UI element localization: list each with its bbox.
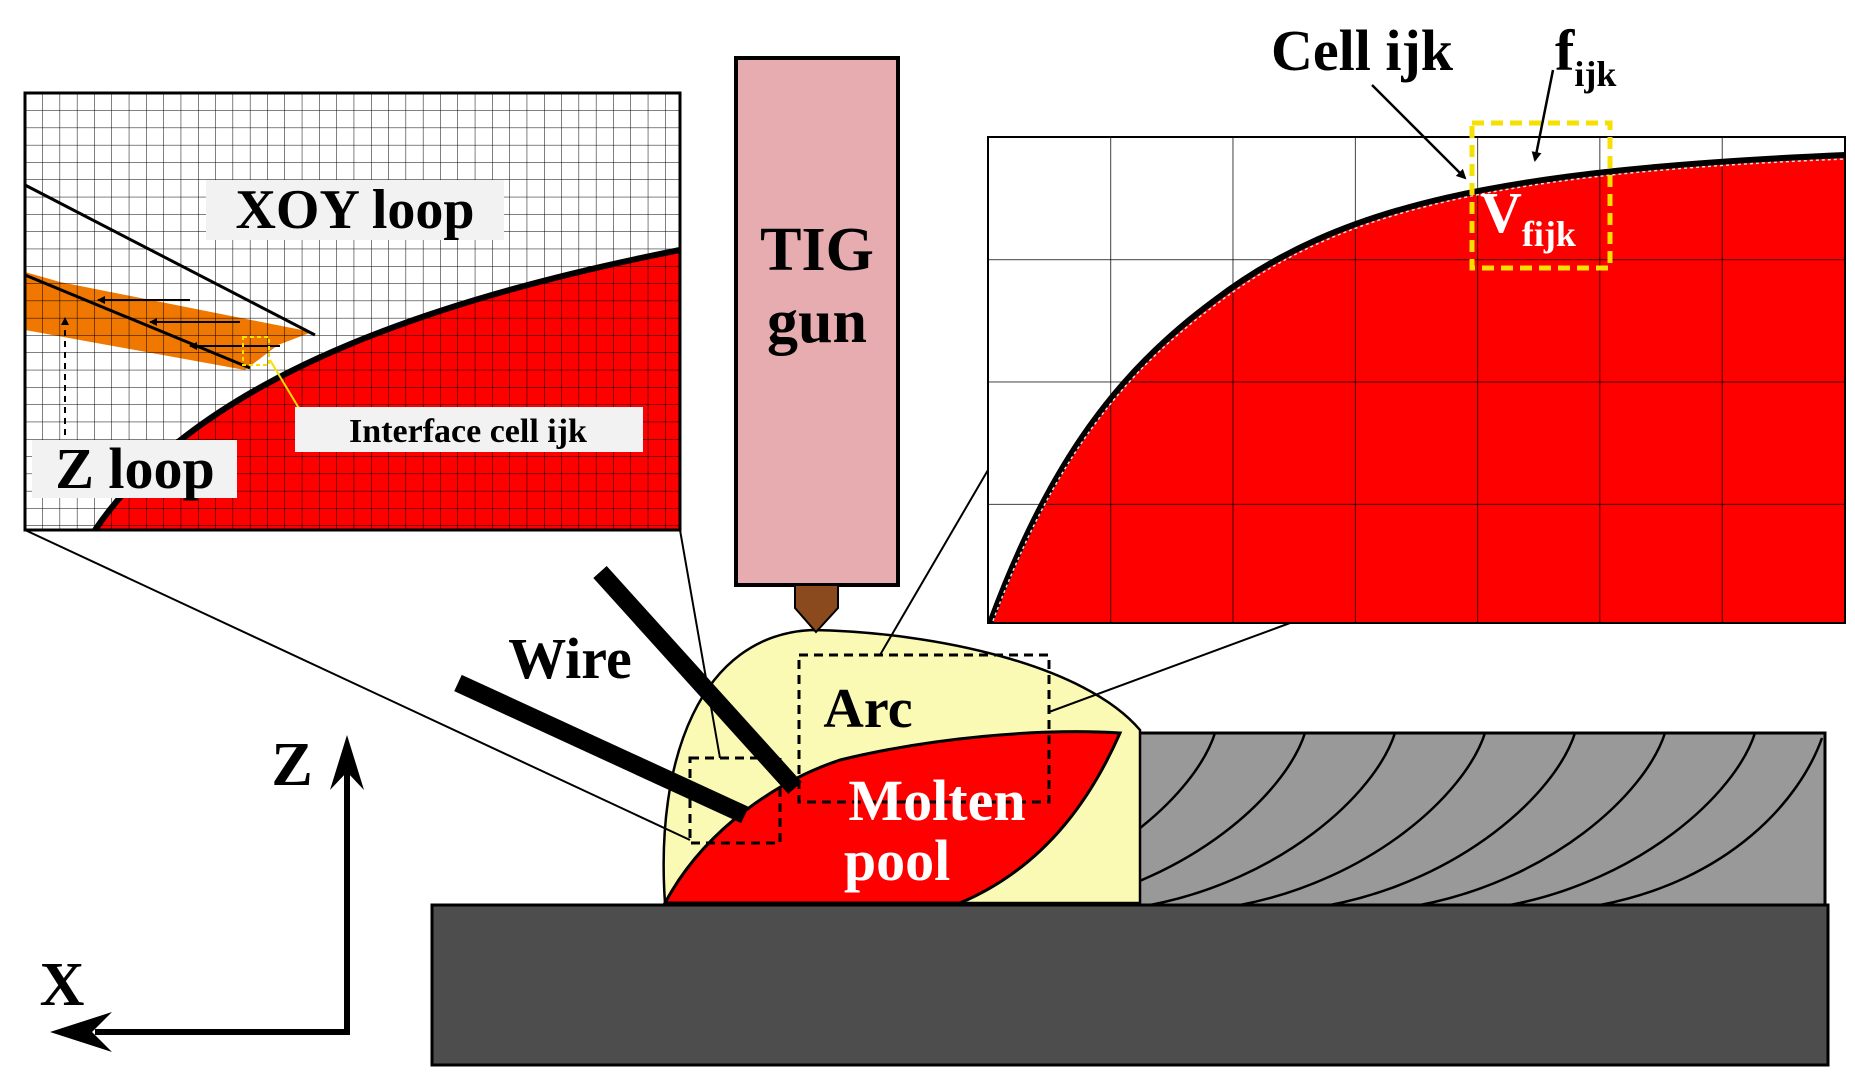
substrate — [430, 903, 1830, 1067]
x-axis-label: X — [40, 951, 85, 1019]
v-fijk-sub: fijk — [1522, 214, 1576, 254]
axis-lines — [95, 768, 350, 1035]
wire-upper — [593, 565, 802, 795]
f-ijk-main: f — [1555, 18, 1575, 83]
zoom-box-left — [688, 756, 782, 845]
left-inset — [23, 91, 682, 532]
z-loop-label: Z loop — [55, 436, 215, 501]
f-ijk-arrow — [1531, 69, 1555, 162]
xoy-loop-label: XOY loop — [235, 179, 474, 241]
zoom-box-right — [797, 653, 1051, 804]
v-fijk-label: Vfijk — [1480, 180, 1576, 254]
molten-pool-label-line2: pool — [844, 828, 950, 893]
z-axis-arrowhead — [330, 735, 364, 790]
f-ijk-label: fijk — [1555, 18, 1616, 94]
cell-ijk-label: Cell ijk — [1271, 18, 1454, 83]
tungsten-tip — [794, 584, 839, 634]
highlighted-cell — [1469, 120, 1613, 271]
right-inset — [987, 120, 1846, 624]
tig-gun-label-line2: gun — [767, 288, 867, 356]
z-axis-label: Z — [271, 731, 312, 799]
v-fijk-main: V — [1480, 180, 1522, 245]
molten-pool — [662, 730, 1123, 905]
arc-label: Arc — [823, 678, 912, 740]
interface-cell-box — [242, 336, 270, 366]
coordinate-axes — [50, 735, 364, 1052]
tig-gun-label-line1: TIG — [760, 216, 874, 284]
wire-label: Wire — [508, 626, 632, 691]
wire-lower — [454, 674, 749, 824]
x-axis-arrowhead — [50, 1012, 112, 1052]
sweep-arrows — [97, 296, 280, 350]
molten-pool-label-line1: Molten — [848, 768, 1025, 833]
f-ijk-sub: ijk — [1574, 54, 1616, 94]
interface-cell-label: Interface cell ijk — [349, 413, 587, 450]
inset-leader-lines — [24, 469, 1291, 841]
cell-ijk-arrow — [1371, 84, 1467, 180]
tig-gun — [734, 56, 900, 587]
right-inset-interface — [988, 152, 1845, 623]
